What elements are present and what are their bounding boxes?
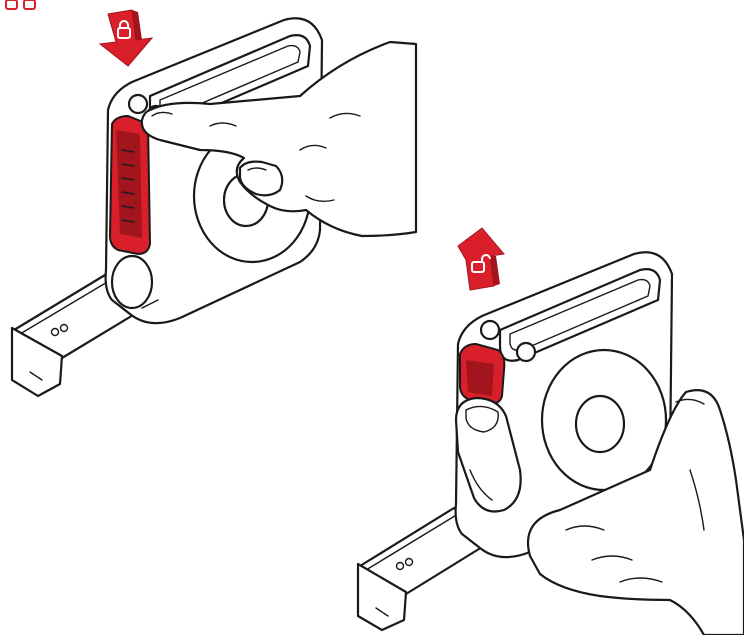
lock-slider-2 [460,344,504,404]
lock-slider-1 [110,116,150,254]
unlock-arrow-up-icon [458,228,504,290]
corner-lock-icons [6,0,35,9]
lock-arrow-down-icon [100,10,152,66]
panel-lock-step [12,10,416,396]
corner-lock-open-icon [24,0,35,9]
panel-unlock-step [358,228,744,635]
corner-lock-closed-icon [6,0,17,9]
